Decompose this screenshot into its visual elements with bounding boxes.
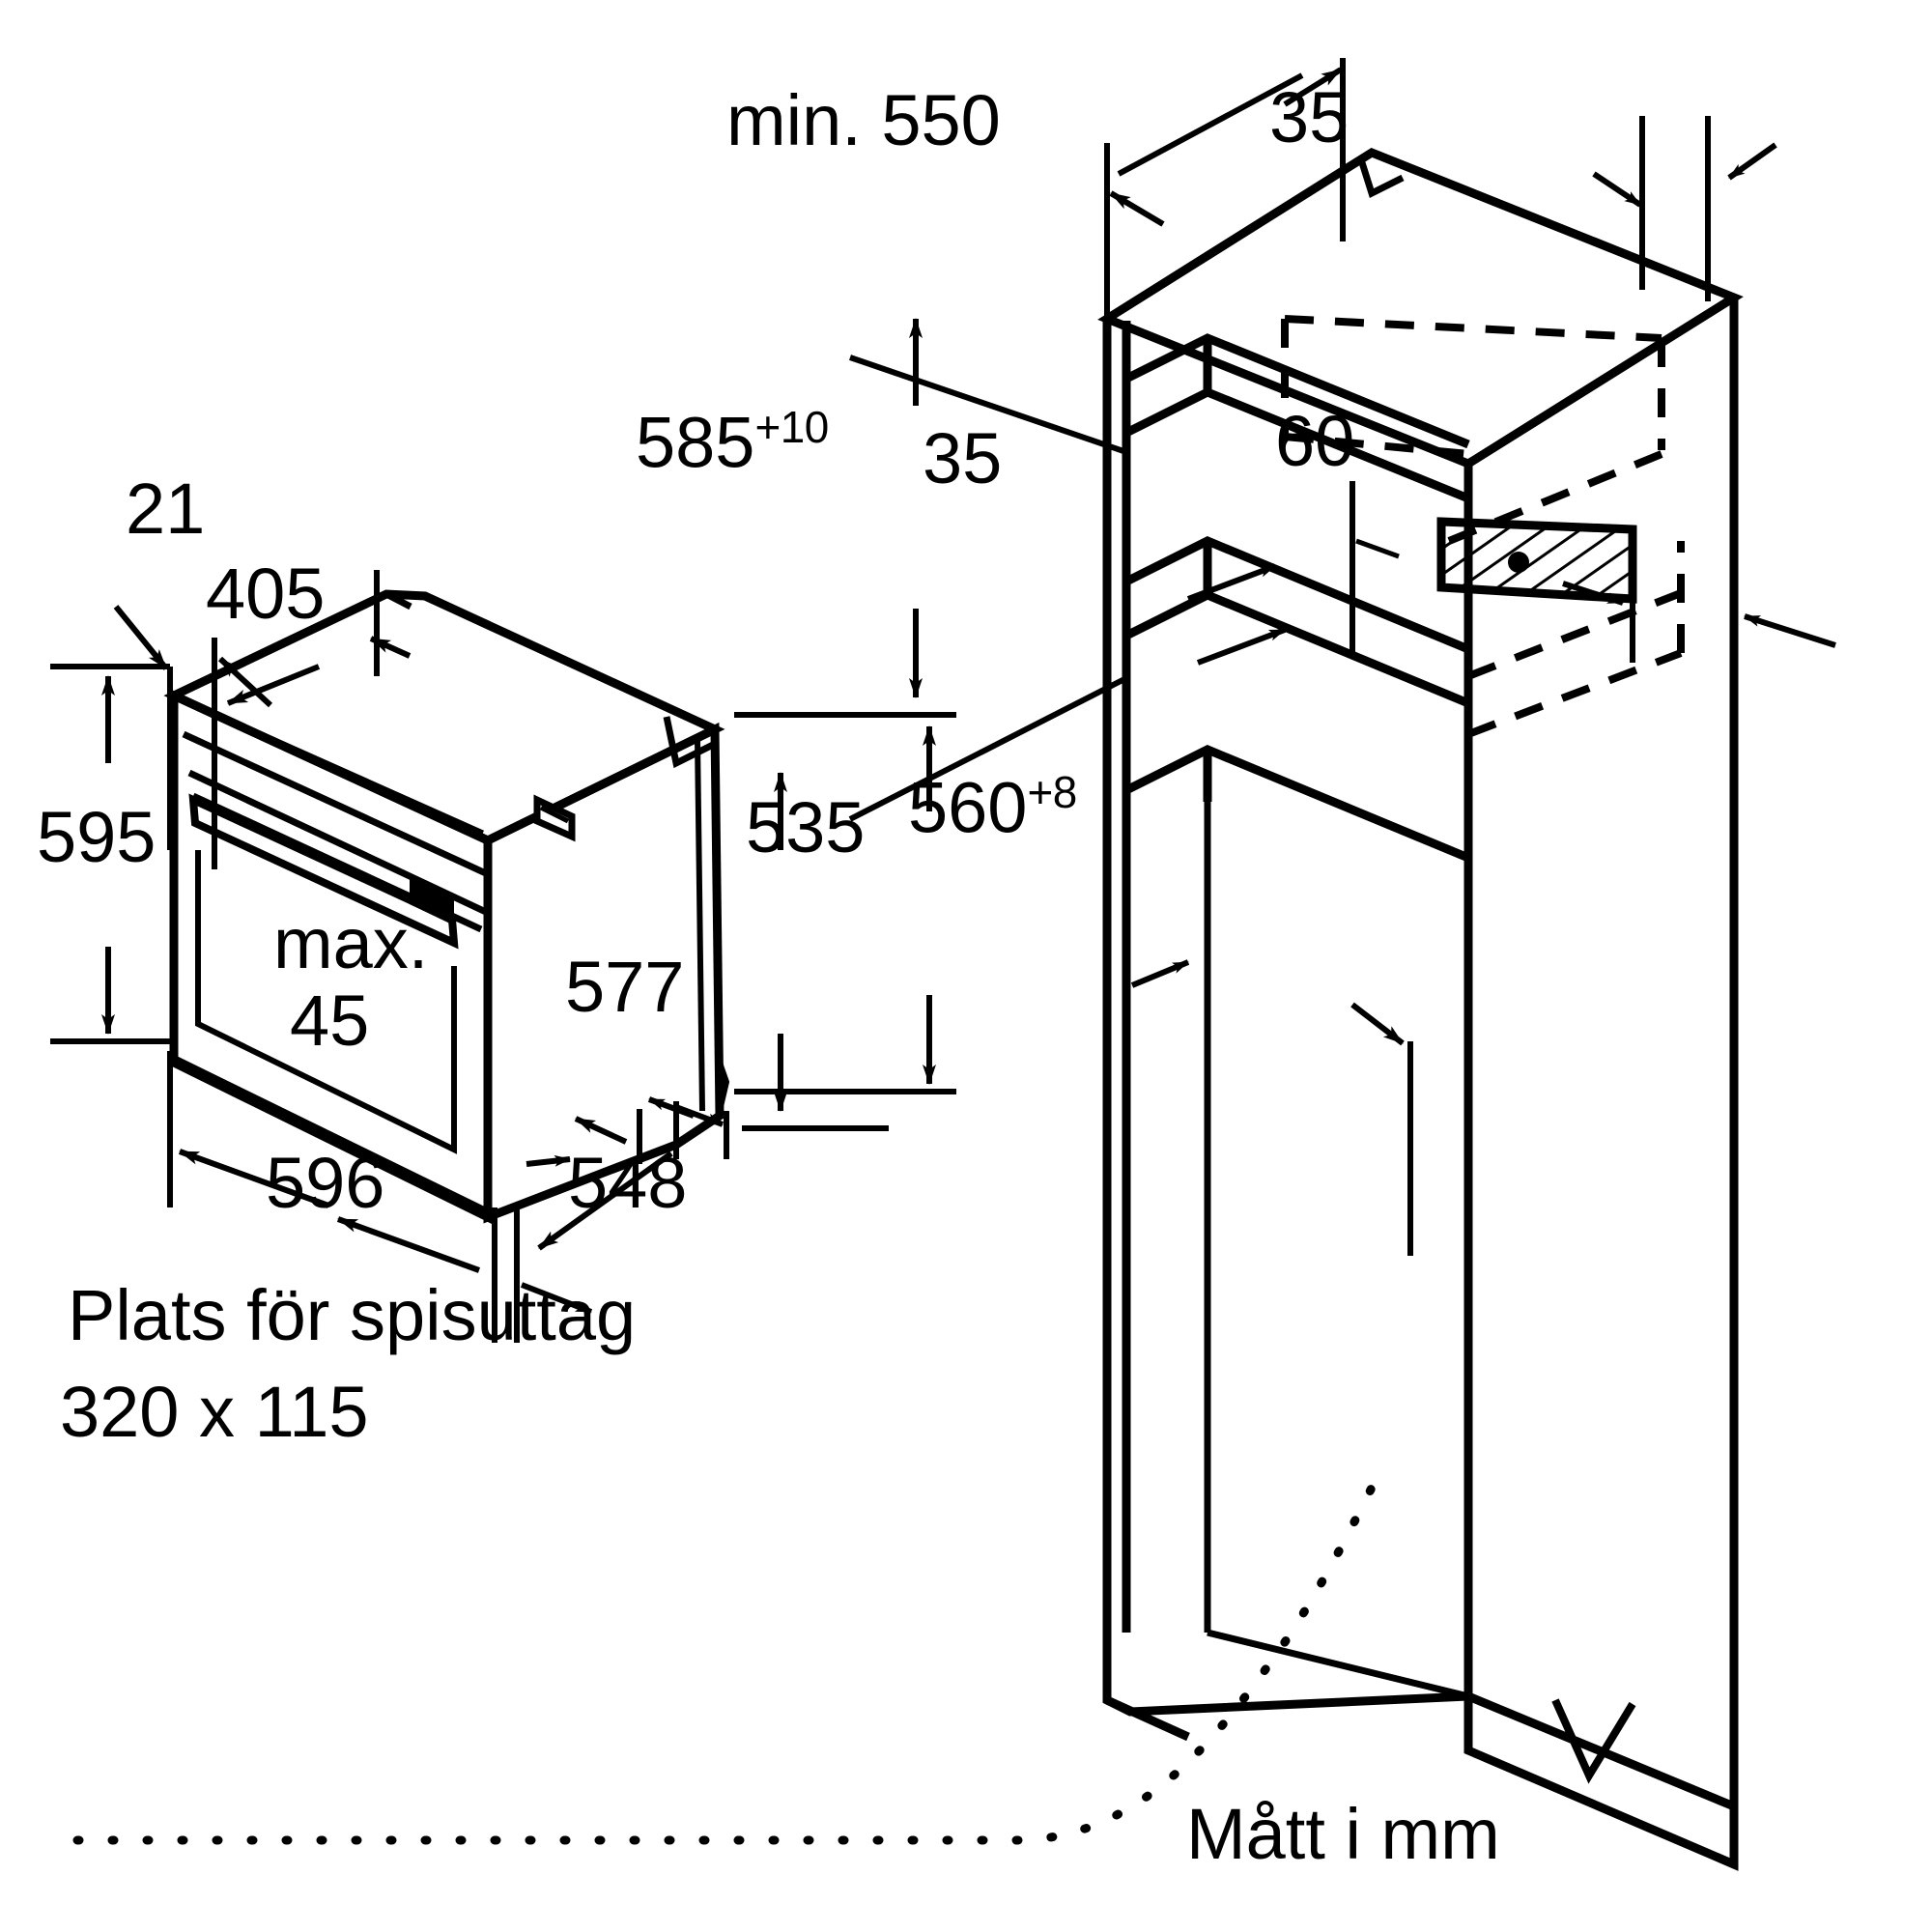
- oven-door-window: [195, 850, 457, 1154]
- oven-door-handle: [188, 793, 459, 950]
- oven-side-recess: [533, 794, 576, 842]
- dim-560-base: 560: [908, 767, 1028, 848]
- dim-label-max: max.: [273, 903, 429, 983]
- units-note: Mått i mm: [1186, 1794, 1500, 1874]
- hidden-lines-dashed: [1281, 315, 1685, 738]
- cabinet-outline: [1097, 147, 1744, 1871]
- dim-label-min-550: min. 550: [726, 80, 1001, 160]
- dim-585: [848, 318, 1128, 822]
- socket-leader-dotted: [72, 1463, 1386, 1845]
- dim-405: [226, 570, 412, 706]
- cabinet-interior-edge: [1204, 802, 1469, 1700]
- cabinet-upper-shelf: [1122, 333, 1470, 503]
- dim-label-535: 535: [746, 787, 866, 867]
- socket-hatched-block: [1436, 517, 1637, 604]
- oven-body-outline: [163, 589, 730, 1225]
- dim-label-top-35: 35: [1269, 77, 1350, 157]
- cabinet-mid-shelf: [1123, 536, 1470, 708]
- dim-596: [167, 1051, 593, 1343]
- dim-max-45: [526, 1096, 696, 1167]
- dim-label-45: 45: [290, 980, 370, 1061]
- dim-35-shelf: [1186, 481, 1400, 666]
- dim-label-585: 585+10: [636, 405, 829, 479]
- dim-35-top: [1592, 116, 1777, 301]
- dim-560-tolerance: +8: [1027, 767, 1077, 817]
- socket-note-line-1: Plats för spisuttag: [68, 1275, 637, 1355]
- dim-label-21: 21: [126, 469, 206, 549]
- dim-label-595: 595: [37, 797, 156, 877]
- dim-60: [1562, 541, 1836, 676]
- dim-label-shelf-35: 35: [923, 418, 1003, 498]
- dim-21: [113, 605, 273, 869]
- dim-535: [734, 712, 956, 1094]
- dim-595: [50, 664, 170, 1044]
- dim-560: [1123, 959, 1413, 1256]
- dim-label-60: 60: [1275, 401, 1355, 481]
- socket-note-line-2: 320 x 115: [60, 1372, 369, 1452]
- dim-min-550: [1104, 58, 1346, 319]
- dim-label-548: 548: [568, 1143, 688, 1223]
- dim-585-tolerance: +10: [754, 402, 829, 452]
- dim-label-405: 405: [206, 554, 326, 634]
- dim-label-577: 577: [565, 947, 685, 1027]
- units-note-arrow: [1551, 1698, 1636, 1784]
- dim-label-596: 596: [266, 1143, 385, 1223]
- dim-585-base: 585: [636, 402, 755, 483]
- cabinet-lower-opening: [1123, 745, 1470, 863]
- dim-label-560: 560+8: [908, 770, 1077, 844]
